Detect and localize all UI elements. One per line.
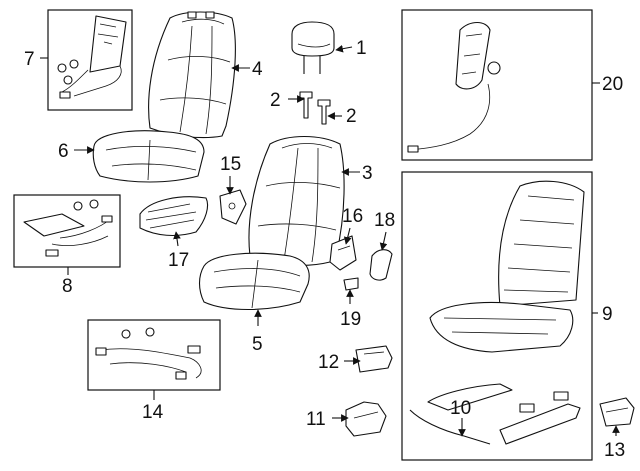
- callout-20: 20: [602, 74, 623, 95]
- part-1-headrest: [291, 21, 335, 74]
- callout-16: 16: [342, 206, 363, 227]
- callout-13: 13: [604, 440, 625, 461]
- callout-4: 4: [252, 59, 263, 80]
- callout-9: 9: [602, 304, 613, 325]
- leader-lines: [40, 44, 620, 437]
- callout-7: 7: [24, 49, 35, 70]
- callout-12: 12: [318, 352, 339, 373]
- part-14-harness-box: [87, 319, 221, 391]
- part-18-cover: [369, 249, 393, 281]
- callout-8: 8: [62, 276, 73, 297]
- callout-18: 18: [374, 210, 395, 231]
- part-3-seatback-assembly: [248, 136, 345, 266]
- part-17-side-cover: [139, 196, 209, 237]
- part-5-seat-cushion: [198, 252, 310, 311]
- part-6-cushion-cover: [92, 130, 205, 183]
- part-9-frame-box: [401, 171, 593, 461]
- callout-10: 10: [450, 398, 471, 419]
- callout-11: 11: [306, 409, 326, 430]
- part-2-guides: [299, 91, 331, 125]
- callout-15: 15: [220, 154, 241, 175]
- callout-2-upper: 2: [270, 90, 281, 111]
- callout-2-lower: 2: [346, 106, 357, 127]
- part-7-harness-box: [47, 9, 133, 111]
- part-13-bracket: [599, 397, 635, 427]
- callout-5: 5: [252, 334, 263, 355]
- callout-19: 19: [340, 309, 361, 330]
- callout-6: 6: [58, 141, 69, 162]
- part-12-cover: [355, 345, 393, 373]
- part-20-airbag-box: [401, 9, 593, 161]
- callout-14: 14: [142, 402, 164, 423]
- part-15-bracket: [219, 189, 247, 225]
- callout-labels: 1 2 2 3 4 5 6 7 8 9 10 11 12 13 14 15 16…: [24, 38, 625, 461]
- part-8-harness-box: [13, 194, 121, 268]
- callout-17: 17: [168, 250, 189, 271]
- part-11-cover: [345, 401, 387, 437]
- callout-1: 1: [356, 38, 367, 59]
- part-19-clip: [343, 277, 359, 291]
- callout-3: 3: [362, 163, 373, 184]
- part-4-seatback-cover: [148, 11, 236, 139]
